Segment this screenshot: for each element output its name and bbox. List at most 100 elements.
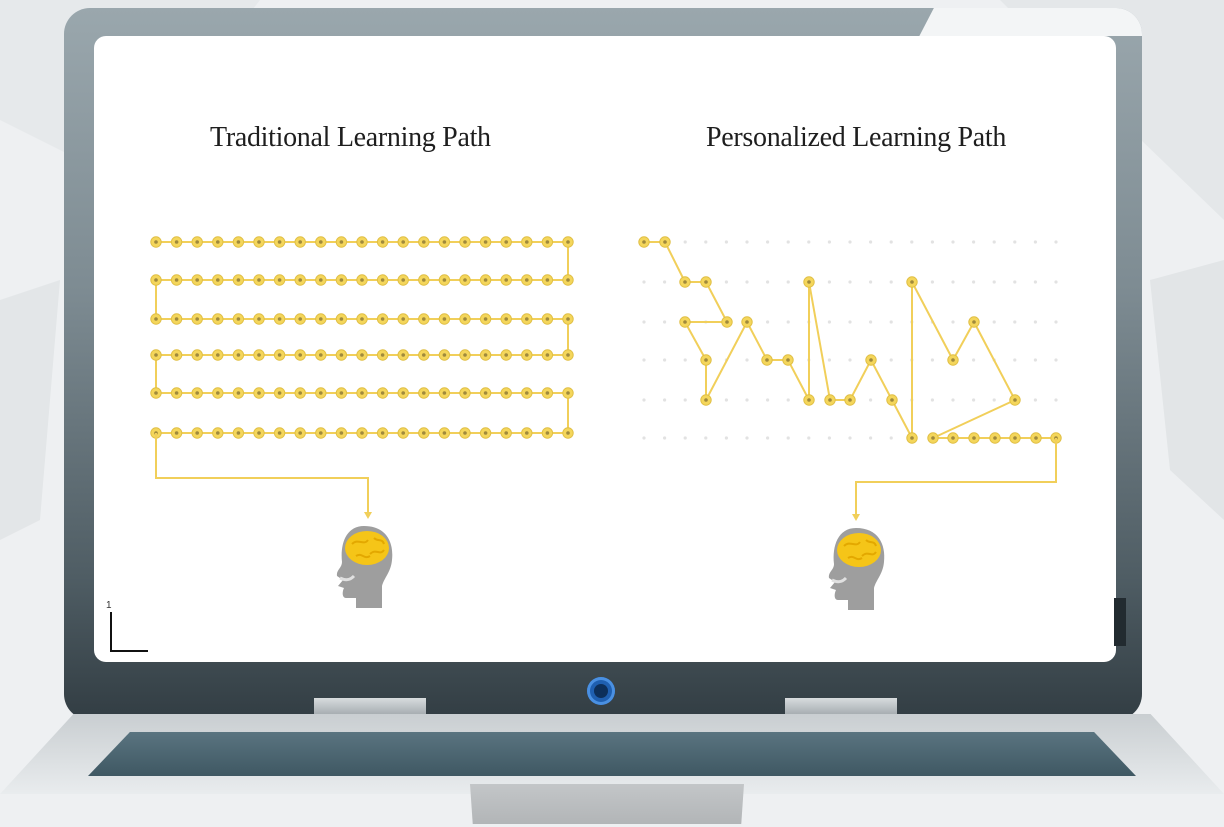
head-with-brain-icon xyxy=(828,528,885,610)
faint-grid-dot xyxy=(992,240,996,244)
faint-grid-dot xyxy=(827,280,832,284)
faint-grid-dot xyxy=(827,240,832,244)
faint-grid-dot xyxy=(663,358,667,362)
faint-grid-dot xyxy=(889,280,893,284)
faint-grid-dot xyxy=(786,280,790,284)
faint-grid-dot xyxy=(869,320,873,324)
faint-grid-dot xyxy=(663,320,667,324)
arrow-head xyxy=(364,512,372,519)
faint-grid-dot xyxy=(766,320,770,324)
faint-grid-dot xyxy=(642,398,646,402)
faint-grid-dot xyxy=(951,240,955,244)
faint-grid-dot xyxy=(972,280,976,284)
faint-grid-dot xyxy=(786,398,790,402)
faint-grid-dot xyxy=(683,398,687,402)
faint-grid-dot xyxy=(848,280,852,284)
faint-grid-dot xyxy=(889,358,893,362)
faint-grid-dot xyxy=(889,320,893,324)
faint-grid-dot xyxy=(930,280,935,284)
faint-grid-dot xyxy=(766,398,770,402)
faint-grid-dot xyxy=(683,240,687,244)
faint-grid-dot xyxy=(827,320,832,324)
faint-grid-dot xyxy=(869,398,873,402)
faint-grid-dot xyxy=(766,436,770,440)
webcam-icon xyxy=(587,677,615,705)
faint-grid-dot xyxy=(786,240,790,244)
faint-grid-dot xyxy=(807,240,811,244)
faint-grid-dot xyxy=(992,320,996,324)
faint-grid-dot xyxy=(745,398,749,402)
learning-path-diagram xyxy=(150,236,1062,610)
faint-grid-dot xyxy=(827,436,832,440)
personalized-path-title: Personalized Learning Path xyxy=(706,122,1007,153)
faint-grid-dot xyxy=(807,436,811,440)
faint-grid-dot xyxy=(1033,320,1037,324)
faint-grid-dot xyxy=(745,280,749,284)
faint-grid-dot xyxy=(1013,358,1017,362)
keyboard-deck xyxy=(88,732,1136,776)
faint-grid-dot xyxy=(745,436,749,440)
faint-grid-dot xyxy=(992,398,996,402)
faint-grid-dot xyxy=(724,436,729,440)
faint-grid-dot xyxy=(1033,398,1037,402)
faint-grid-dot xyxy=(766,240,770,244)
faint-grid-dot xyxy=(889,240,893,244)
laptop-screen: Traditional Learning Path Personalized L… xyxy=(94,36,1116,662)
hinge-left xyxy=(314,698,426,714)
faint-grid-dot xyxy=(1054,358,1058,362)
faint-grid-dot xyxy=(951,320,955,324)
faint-grid-dot xyxy=(663,398,667,402)
faint-grid-dot xyxy=(869,436,873,440)
faint-grid-dot xyxy=(1013,280,1017,284)
faint-grid-dot xyxy=(869,240,873,244)
faint-grid-dot xyxy=(869,280,873,284)
faint-grid-dot xyxy=(930,240,935,244)
personalized-path xyxy=(644,241,1056,439)
bezel-highlight xyxy=(919,8,1142,36)
faint-grid-dot xyxy=(745,240,749,244)
faint-grid-dot xyxy=(848,436,852,440)
corner-bracket xyxy=(110,612,148,652)
faint-grid-dot xyxy=(724,280,729,284)
laptop-stand xyxy=(470,784,744,824)
faint-grid-dot xyxy=(972,240,976,244)
faint-grid-dot xyxy=(951,280,955,284)
faint-grid-dot xyxy=(951,398,955,402)
faint-grid-dot xyxy=(642,320,646,324)
head-with-brain-icon xyxy=(336,526,393,608)
faint-grid-dot xyxy=(642,280,646,284)
faint-grid-dot xyxy=(683,436,687,440)
faint-grid-dot xyxy=(663,280,667,284)
faint-grid-dot xyxy=(848,320,852,324)
faint-grid-dot xyxy=(1054,240,1058,244)
faint-grid-dot xyxy=(786,436,790,440)
screen-edge xyxy=(1114,598,1126,646)
faint-grid-dot xyxy=(663,436,667,440)
faint-grid-dot xyxy=(930,398,935,402)
faint-grid-dot xyxy=(848,240,852,244)
faint-grid-dot xyxy=(1054,320,1058,324)
faint-grid-dot xyxy=(827,358,832,362)
faint-grid-dot xyxy=(930,358,935,362)
faint-grid-dot xyxy=(972,398,976,402)
faint-grid-dot xyxy=(1054,280,1058,284)
faint-grid-dot xyxy=(724,240,729,244)
faint-grid-dot xyxy=(745,358,749,362)
page-marker: 1 xyxy=(106,600,112,611)
faint-grid-dot xyxy=(1013,320,1017,324)
faint-grid-dot xyxy=(972,358,976,362)
arrow-head xyxy=(852,514,860,521)
faint-grid-dot xyxy=(683,358,687,362)
hinge-right xyxy=(785,698,897,714)
faint-grid-dot xyxy=(1054,398,1058,402)
faint-grid-dot xyxy=(786,320,790,324)
faint-grid-dot xyxy=(704,436,708,440)
faint-grid-dot xyxy=(1013,240,1017,244)
faint-grid-dot xyxy=(642,358,646,362)
exit-path xyxy=(855,438,1057,518)
faint-grid-dot xyxy=(766,280,770,284)
faint-grid-dot xyxy=(910,240,914,244)
traditional-path-title: Traditional Learning Path xyxy=(210,122,491,153)
faint-grid-dot xyxy=(724,398,729,402)
exit-path xyxy=(155,433,369,516)
